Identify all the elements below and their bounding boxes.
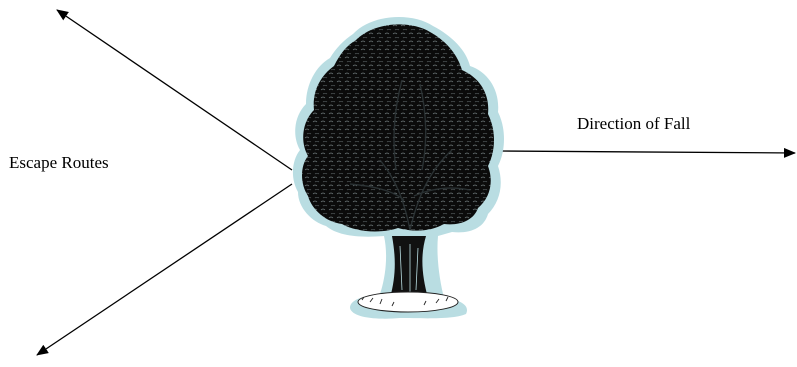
tree-trunk bbox=[390, 236, 428, 298]
escape-routes-label: Escape Routes bbox=[9, 153, 109, 172]
direction-of-fall-arrow bbox=[499, 147, 796, 158]
tree-ground bbox=[357, 291, 459, 313]
tree-icon bbox=[292, 16, 504, 319]
tree-foliage bbox=[302, 24, 494, 232]
escape-route-arrow-upper bbox=[56, 9, 293, 171]
escape-route-arrow-lower bbox=[36, 183, 293, 356]
direction-of-fall-label: Direction of Fall bbox=[577, 114, 691, 133]
